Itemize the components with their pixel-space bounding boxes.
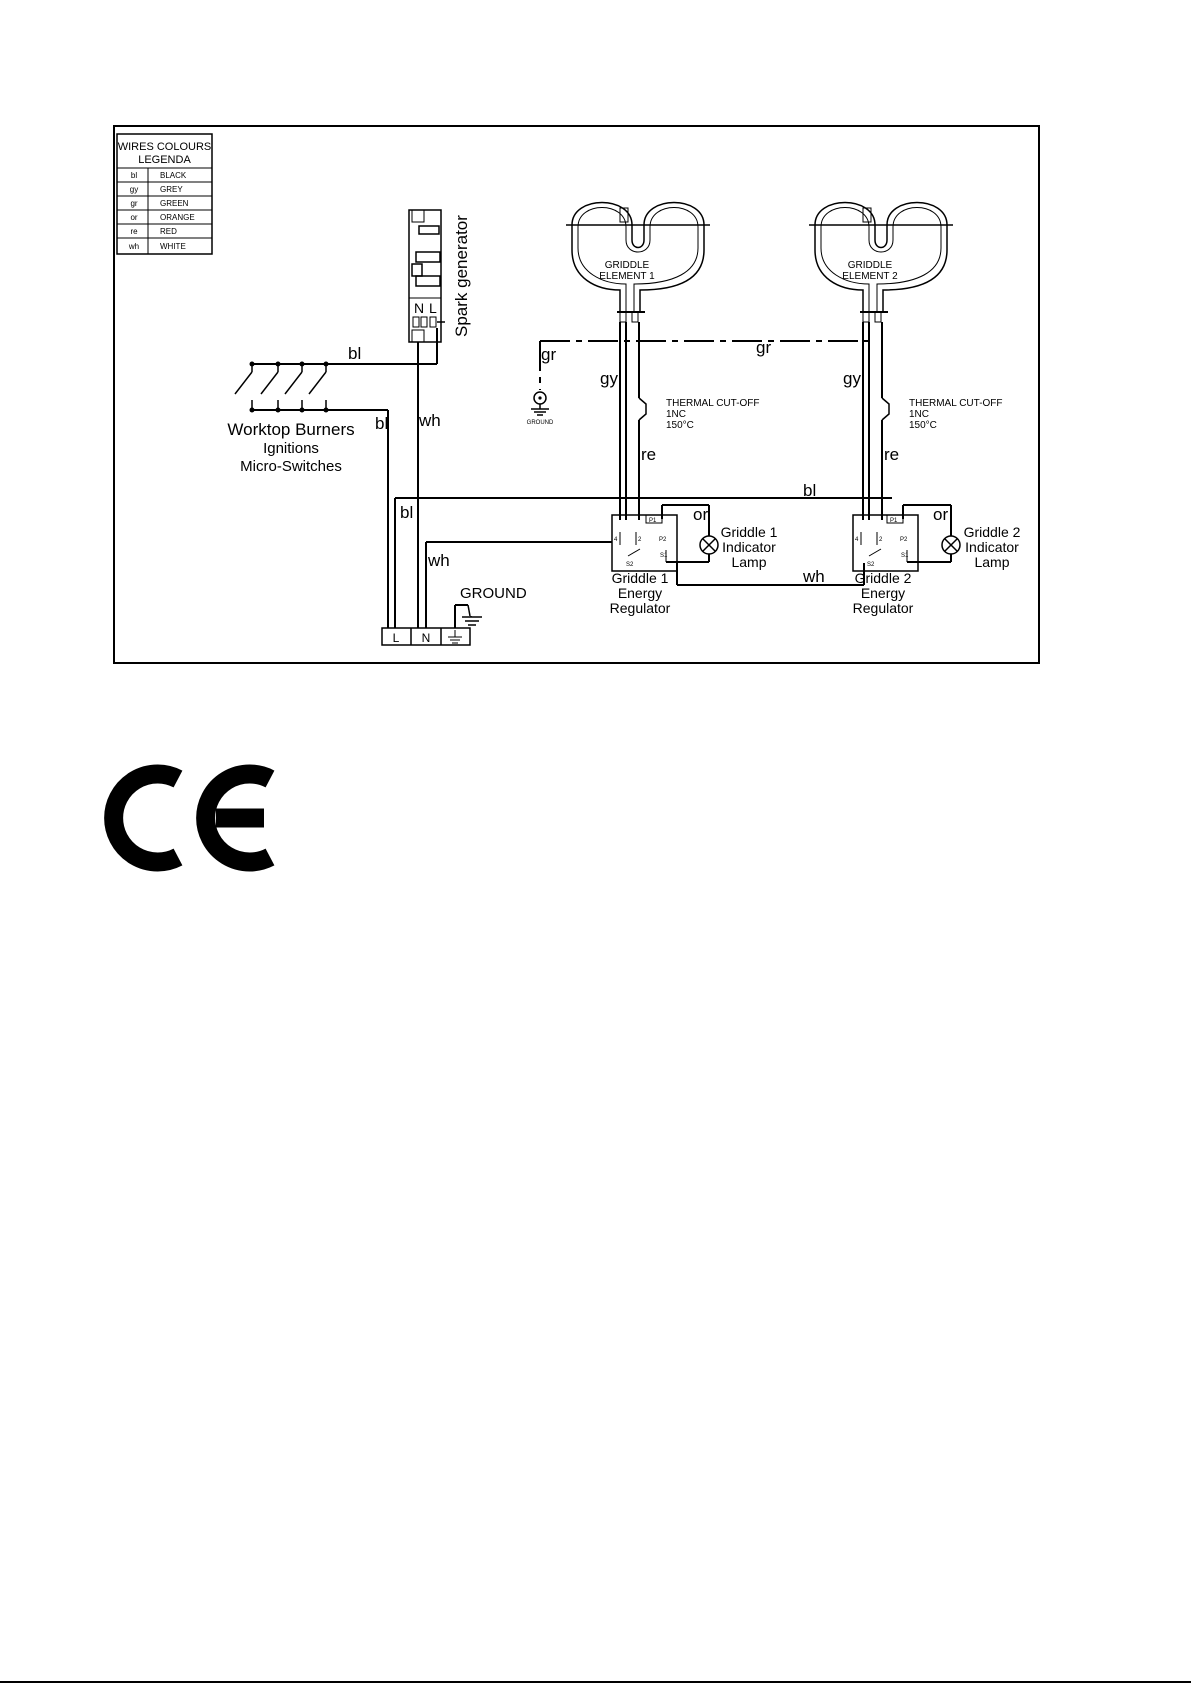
regulator-2-line1: Griddle 2 bbox=[855, 570, 912, 586]
burners-label-line1: Worktop Burners bbox=[227, 420, 354, 439]
legend-title-line1: WIRES COLOURS bbox=[118, 141, 212, 153]
terminal-block: L N GROUND bbox=[381, 585, 527, 646]
wire-colour-legend: WIRES COLOURS LEGENDA bl BLACK gy GREY g… bbox=[116, 133, 213, 255]
lamp-2-line1: Griddle 2 bbox=[964, 524, 1021, 540]
diagram-frame bbox=[113, 125, 1040, 664]
legend-code: gr bbox=[130, 199, 137, 208]
wire-label-or: or bbox=[933, 505, 948, 524]
element-2-label-line2: ELEMENT 2 bbox=[842, 271, 898, 282]
wire-label-wh: wh bbox=[418, 411, 441, 430]
energy-regulator-2: P1 P2 S1 S2 4 2 Griddle 2 Energy Regulat… bbox=[852, 504, 1021, 616]
legend-code: re bbox=[130, 227, 138, 236]
lamp-2-line2: Indicator bbox=[965, 539, 1019, 555]
regulator-1-line1: Griddle 1 bbox=[612, 570, 669, 586]
legend-title-line2: LEGENDA bbox=[138, 154, 191, 166]
wire-label-bl: bl bbox=[803, 481, 816, 500]
earth-line: GROUND gr gr bbox=[527, 338, 870, 426]
legend-colour: BLACK bbox=[160, 171, 187, 180]
energy-regulator-1: P1 P2 S1 S2 4 2 Griddle 1 Energy Regulat… bbox=[610, 504, 778, 616]
ce-mark-icon bbox=[104, 764, 275, 872]
legend-code: gy bbox=[130, 185, 138, 194]
wire-label-re: re bbox=[641, 445, 656, 464]
lamp-2 bbox=[941, 535, 961, 555]
legend-code: wh bbox=[128, 242, 139, 251]
lamp-2-line3: Lamp bbox=[974, 554, 1009, 570]
thermal-2-line2: 1NC bbox=[909, 409, 929, 420]
spark-n-terminal: N bbox=[414, 300, 424, 316]
wire-label-or: or bbox=[693, 505, 708, 524]
element-2-label-line1: GRIDDLE bbox=[848, 260, 893, 271]
legend-code: bl bbox=[131, 171, 137, 180]
reg-2-pin-p1: P1 bbox=[890, 518, 898, 524]
legend-colour: ORANGE bbox=[160, 213, 195, 222]
terminal-l: L bbox=[393, 631, 400, 645]
regulator-1-line3: Regulator bbox=[610, 600, 671, 616]
reg-1-pin-2: 2 bbox=[638, 537, 642, 543]
legend-colour: GREEN bbox=[160, 199, 189, 208]
regulator-2-line2: Energy bbox=[861, 585, 905, 601]
griddle-element-1: GRIDDLE ELEMENT 1 gy re THERMAL CUT-OFF … bbox=[566, 201, 760, 520]
reg-1-pin-s1: S1 bbox=[660, 553, 668, 559]
wire-label-wh: wh bbox=[802, 567, 825, 586]
thermal-1-line2: 1NC bbox=[666, 409, 686, 420]
wire-label-gr: gr bbox=[541, 345, 556, 364]
lamp-1-line1: Griddle 1 bbox=[721, 524, 778, 540]
wire-label-bl: bl bbox=[348, 344, 361, 363]
ground-label: GROUND bbox=[460, 585, 527, 602]
small-ground-label: GROUND bbox=[527, 420, 554, 426]
wire-label-gr: gr bbox=[756, 338, 771, 357]
lamp-1-line3: Lamp bbox=[731, 554, 766, 570]
reg-1-pin-p2: P2 bbox=[659, 537, 667, 543]
reg-2-pin-s2: S2 bbox=[867, 562, 875, 568]
reg-2-pin-2: 2 bbox=[879, 537, 883, 543]
spark-generator-label: Spark generator bbox=[452, 215, 471, 337]
page-bottom-rule bbox=[0, 1681, 1191, 1683]
element-1-label-line2: ELEMENT 1 bbox=[599, 271, 655, 282]
legend-colour: RED bbox=[160, 227, 177, 236]
wire-label-gy: gy bbox=[843, 369, 861, 388]
regulator-1-line2: Energy bbox=[618, 585, 662, 601]
thermal-2-line1: THERMAL CUT-OFF bbox=[909, 398, 1003, 409]
wire-label-wh: wh bbox=[427, 551, 450, 570]
reg-2-pin-4: 4 bbox=[855, 537, 859, 543]
reg-1-pin-4: 4 bbox=[614, 537, 618, 543]
legend-colour: WHITE bbox=[160, 242, 186, 251]
lamp-1 bbox=[699, 535, 719, 555]
griddle-element-2: GRIDDLE ELEMENT 2 gy re THERMAL CUT-OFF … bbox=[809, 201, 1003, 520]
element-1-label-line1: GRIDDLE bbox=[605, 260, 650, 271]
regulator-2-line3: Regulator bbox=[853, 600, 914, 616]
legend-colour: GREY bbox=[160, 185, 183, 194]
terminal-n: N bbox=[422, 631, 431, 645]
thermal-2-line3: 150°C bbox=[909, 420, 937, 431]
legend-code: or bbox=[130, 213, 137, 222]
spark-l-terminal: L bbox=[429, 300, 437, 316]
spark-generator: N L Spark generator bbox=[408, 209, 471, 343]
burners-label-line3: Micro-Switches bbox=[240, 458, 342, 475]
wire-label-bl: bl bbox=[375, 414, 388, 433]
thermal-1-line3: 150°C bbox=[666, 420, 694, 431]
main-wiring: bl bl wh bl wh bl wh bbox=[348, 342, 892, 628]
reg-2-pin-s1: S1 bbox=[901, 553, 909, 559]
wire-label-re: re bbox=[884, 445, 899, 464]
reg-1-pin-s2: S2 bbox=[626, 562, 634, 568]
thermal-1-line1: THERMAL CUT-OFF bbox=[666, 398, 760, 409]
lamp-1-line2: Indicator bbox=[722, 539, 776, 555]
burner-micro-switches: Worktop Burners Ignitions Micro-Switches bbox=[227, 328, 438, 628]
wire-label-gy: gy bbox=[600, 369, 618, 388]
burners-label-line2: Ignitions bbox=[263, 440, 319, 457]
reg-1-pin-p1: P1 bbox=[649, 518, 657, 524]
reg-2-pin-p2: P2 bbox=[900, 537, 908, 543]
wire-label-bl: bl bbox=[400, 503, 413, 522]
